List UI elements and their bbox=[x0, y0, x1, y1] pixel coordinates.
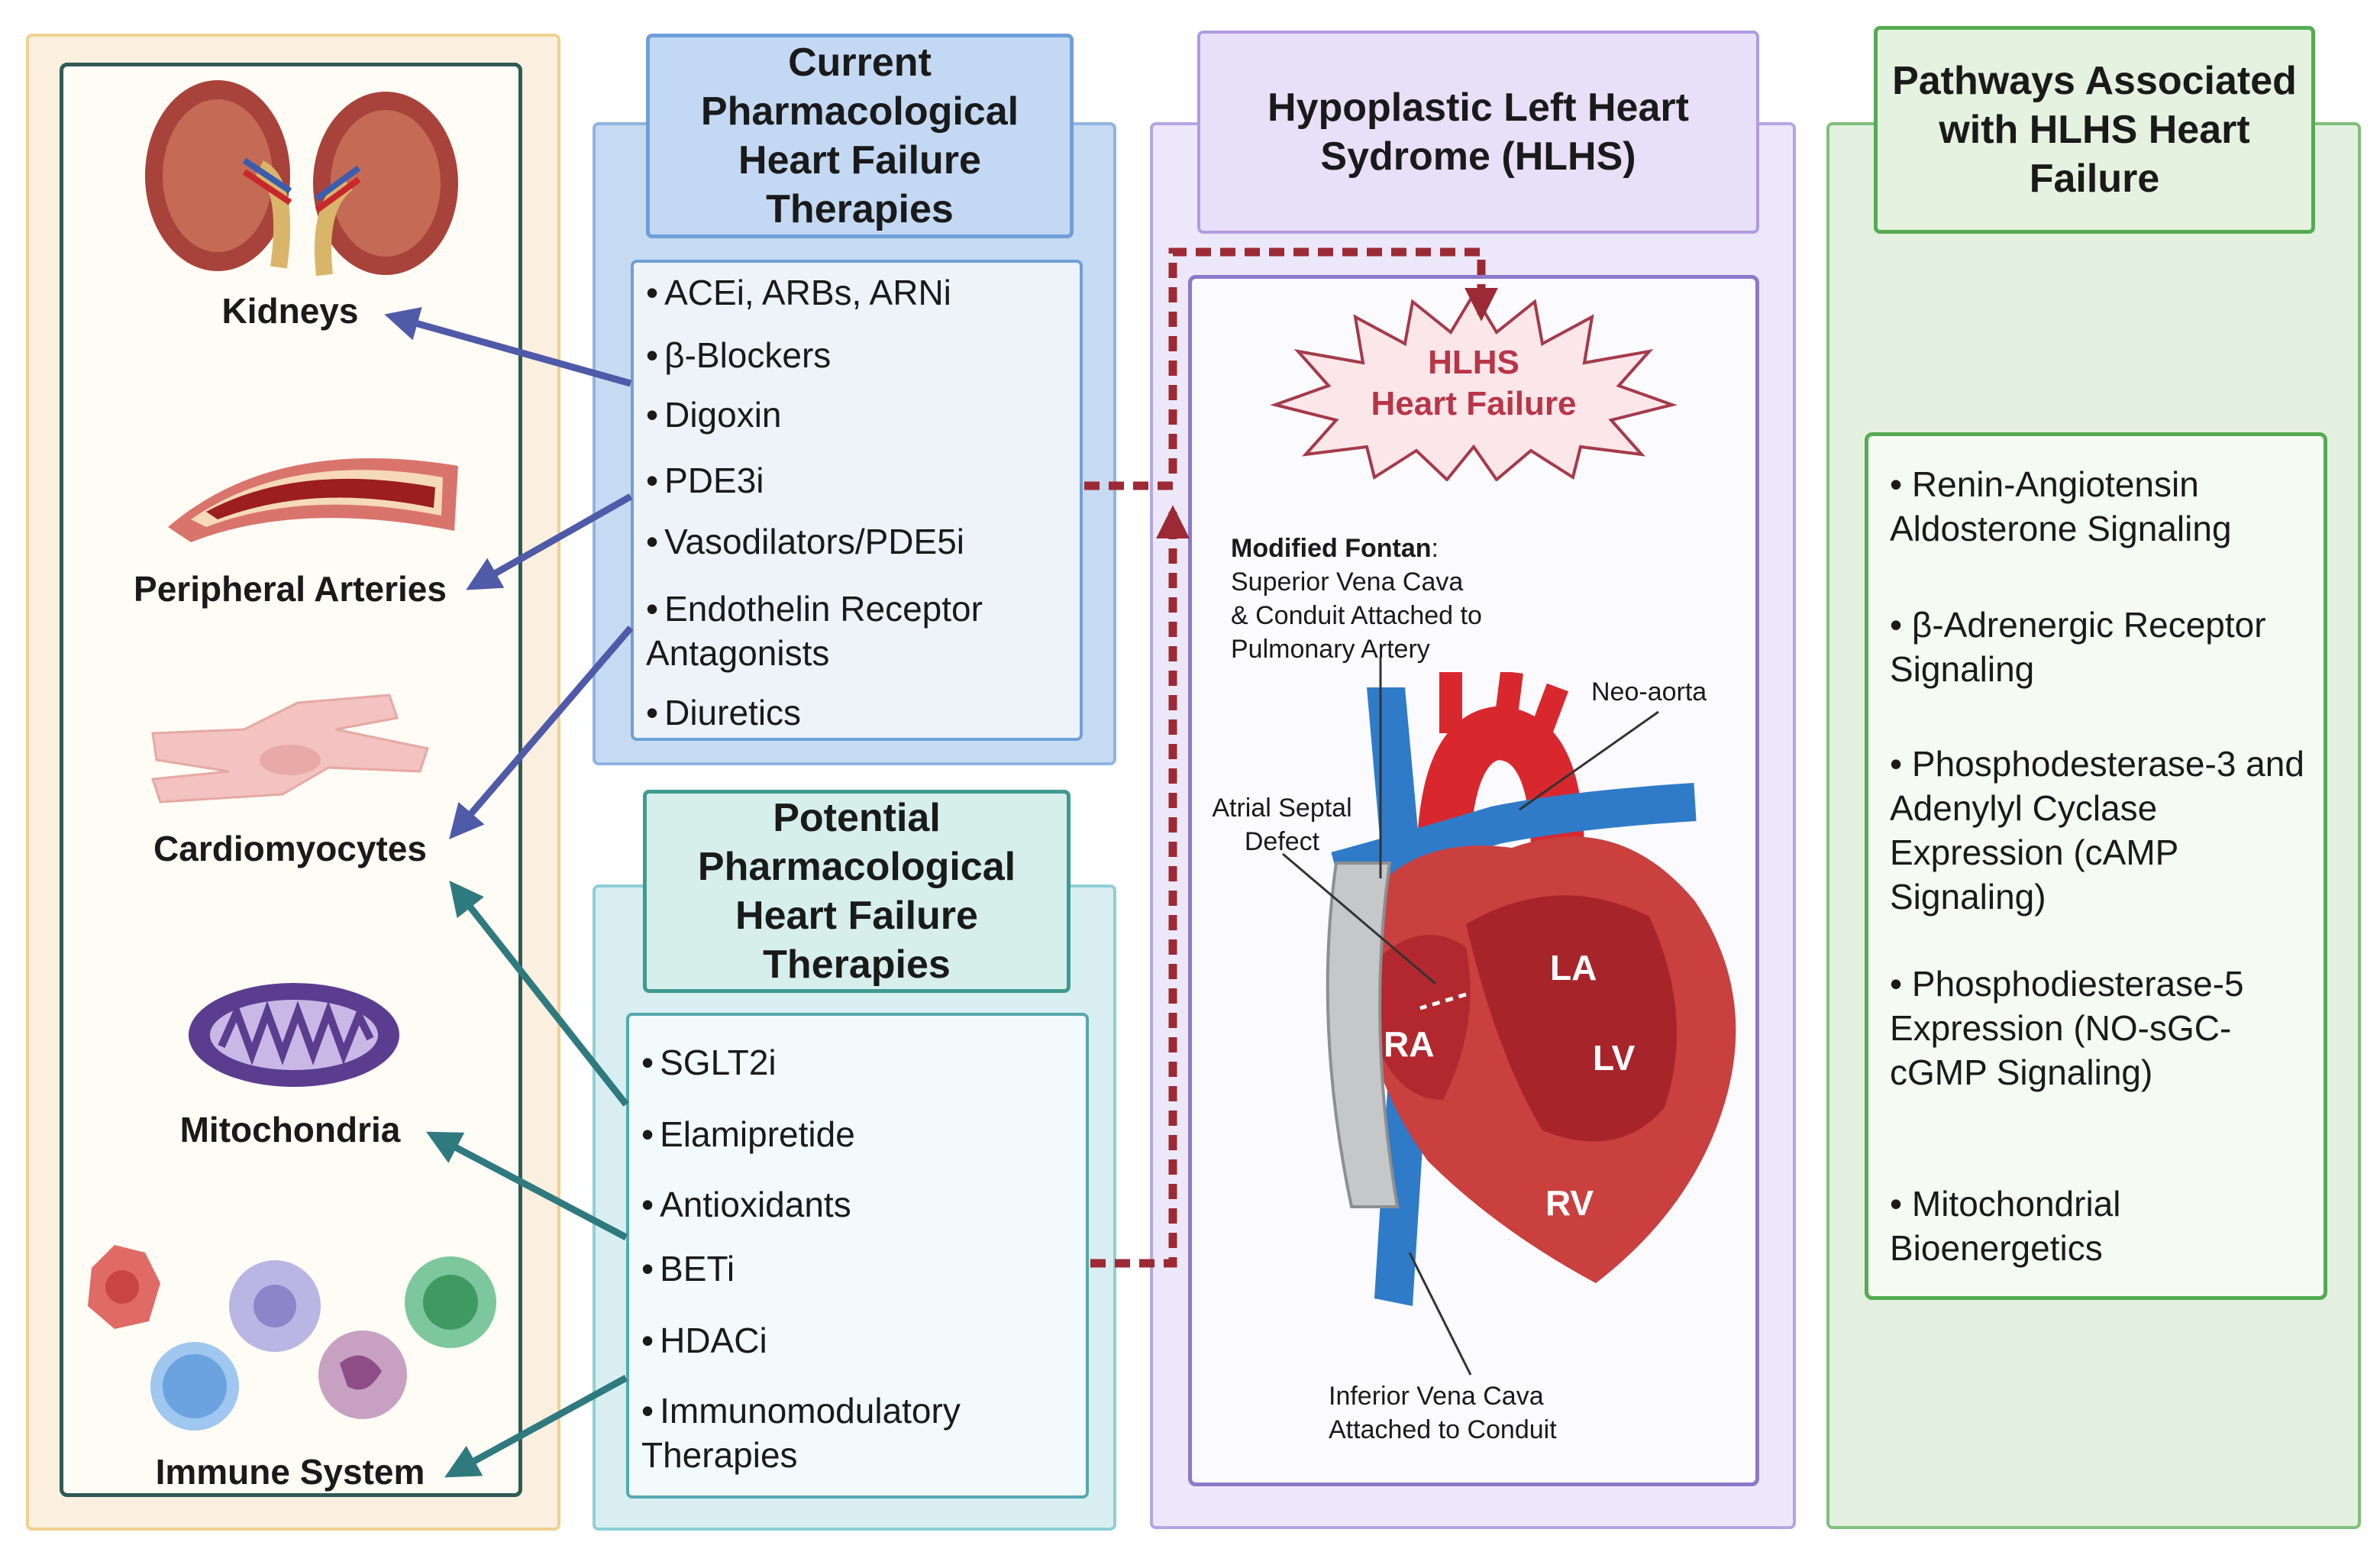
immune-cells-illustration bbox=[88, 1245, 496, 1431]
neo-aorta-leader-line bbox=[1519, 710, 1659, 811]
burst-line-hlhs: HLHS bbox=[1428, 344, 1519, 381]
list-item: •Elamipretide bbox=[641, 1114, 855, 1154]
chamber-lv: LV bbox=[1593, 1038, 1636, 1078]
list-item: • Phosphodesterase-3 and Adenylyl Cyclas… bbox=[1890, 744, 2304, 917]
pathways-title: Pathways Associated with HLHS Heart Fail… bbox=[1874, 26, 2315, 234]
ivc-label: Inferior Vena Cava Attached to Conduit bbox=[1329, 1382, 1557, 1444]
asd-label: Atrial Septal Defect bbox=[1212, 794, 1352, 856]
list-item: •Immunomodulatory Therapies bbox=[641, 1391, 961, 1475]
potential-therapies-title: Potential Pharmacological Heart Failure … bbox=[643, 790, 1071, 993]
list-item: •Antioxidants bbox=[641, 1185, 851, 1224]
mitochondria-label: Mitochondria bbox=[179, 1110, 401, 1149]
chamber-la: LA bbox=[1550, 948, 1597, 988]
list-item: •β-Blockers bbox=[646, 335, 832, 375]
list-item: •Digoxin bbox=[646, 395, 782, 435]
neo-aorta-label: Neo-aorta bbox=[1591, 677, 1707, 706]
list-item: •Endothelin Receptor Antagonists bbox=[646, 589, 983, 673]
arrow-potential-to-mitochondria bbox=[426, 1131, 628, 1240]
list-item: • Renin-Angiotensin Aldosterone Signalin… bbox=[1890, 464, 2232, 548]
list-item: •HDACi bbox=[641, 1321, 767, 1360]
list-item: •ACEi, ARBs, ARNi bbox=[646, 273, 951, 312]
arrow-current-to-arteries bbox=[466, 493, 633, 590]
mitochondria-illustration bbox=[189, 983, 399, 1087]
hlhs-burst-shape bbox=[1270, 291, 1678, 481]
arrow-current-to-cardiomyocytes bbox=[449, 626, 634, 839]
arrow-current-to-kidneys bbox=[384, 307, 632, 387]
kidneys-illustration bbox=[145, 80, 458, 276]
ivc-leader-line bbox=[1408, 1252, 1472, 1376]
current-therapies-list: •ACEi, ARBs, ARNi •β-Blockers •Digoxin •… bbox=[631, 260, 1083, 741]
heart-illustration bbox=[1326, 672, 1736, 1306]
dashed-to-burst-connector bbox=[1168, 247, 1498, 474]
hlhs-title: Hypoplastic Left Heart Sydrome (HLHS) bbox=[1197, 31, 1759, 234]
current-therapies-title: Current Pharmacological Heart Failure Th… bbox=[646, 34, 1074, 238]
list-item: • β-Adrenergic Receptor Signaling bbox=[1890, 605, 2266, 689]
list-item: • Phosphodiesterase-5 Expression (NO-sGC… bbox=[1890, 964, 2244, 1092]
list-item: •BETi bbox=[641, 1249, 735, 1288]
arrow-potential-to-immune bbox=[444, 1375, 628, 1478]
asd-leader-line bbox=[1282, 852, 1436, 985]
kidneys-label: Kidneys bbox=[221, 291, 359, 331]
asd-flow-arrow bbox=[1419, 992, 1467, 1010]
artery-illustration bbox=[168, 458, 458, 542]
immune-system-label: Immune System bbox=[155, 1452, 425, 1492]
list-item: •Vasodilators/PDE5i bbox=[646, 522, 964, 561]
cardiomyocyte-illustration bbox=[150, 694, 429, 803]
cardiomyocytes-label: Cardiomyocytes bbox=[153, 829, 427, 868]
list-item: • Mitochondrial Bioenergetics bbox=[1890, 1184, 2121, 1268]
arrow-potential-to-cardiomyocytes bbox=[449, 880, 629, 1107]
list-item: •PDE3i bbox=[646, 461, 764, 500]
modified-fontan-label: Modified Fontan: Superior Vena Cava & Co… bbox=[1231, 534, 1482, 664]
dashed-potential-connector bbox=[1090, 505, 1190, 1268]
pathways-list: • Renin-Angiotensin Aldosterone Signalin… bbox=[1865, 432, 2327, 1300]
potential-therapies-list: •SGLT2i •Elamipretide •Antioxidants •BET… bbox=[626, 1013, 1089, 1499]
list-item: •SGLT2i bbox=[641, 1043, 777, 1082]
list-item: •Diuretics bbox=[646, 693, 802, 732]
peripheral-arteries-label: Peripheral Arteries bbox=[134, 569, 447, 609]
chamber-ra: RA bbox=[1384, 1024, 1435, 1064]
hlhs-burst-text: HLHS Heart Failure bbox=[1359, 342, 1588, 425]
chamber-rv: RV bbox=[1545, 1183, 1594, 1223]
burst-line-heart-failure: Heart Failure bbox=[1371, 385, 1577, 422]
